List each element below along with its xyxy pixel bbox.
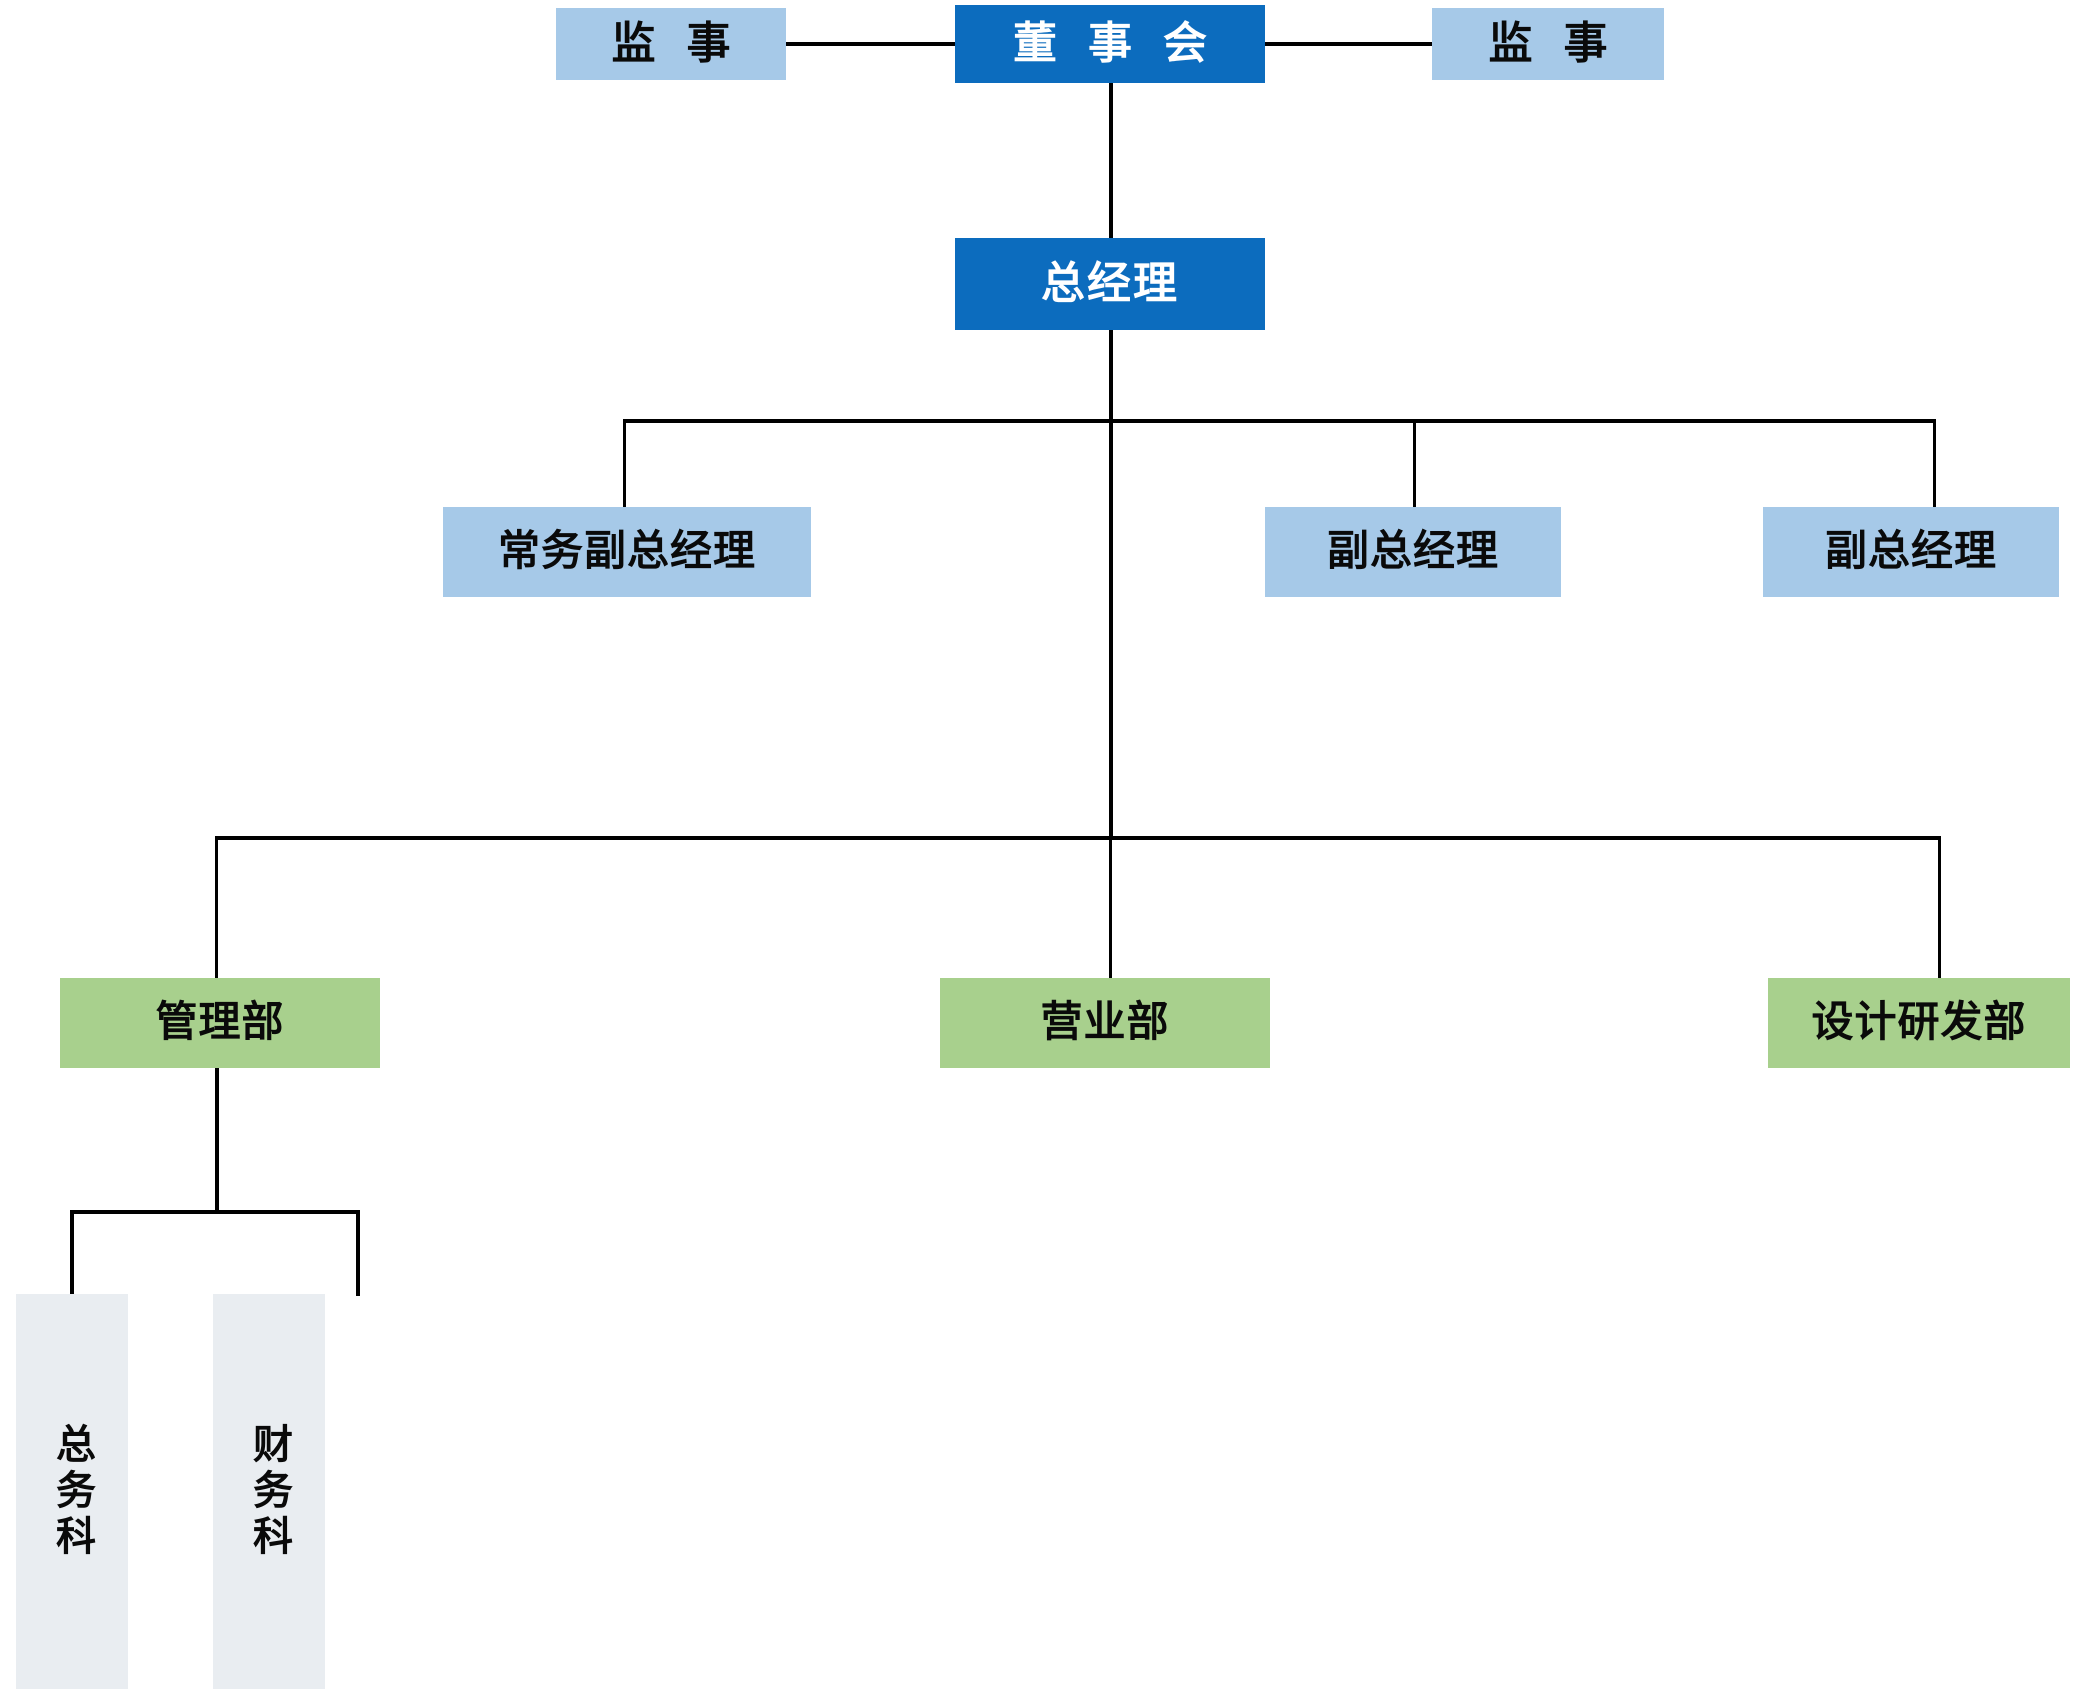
node-dept-sales-label: 营业部: [1040, 999, 1170, 1046]
node-dept-design-rd-label: 设计研发部: [1811, 999, 2027, 1046]
node-deputy-gm-2-label: 副总经理: [1824, 528, 1997, 575]
node-supervisor-left-label: 监 事: [611, 18, 741, 68]
drop-dept-design-rd: [1938, 836, 1941, 978]
drop-section-general-affairs: [70, 1210, 74, 1296]
drop-section-finance: [356, 1210, 360, 1296]
node-general-manager[interactable]: 总经理: [955, 238, 1265, 330]
drop-deputy-gm-2: [1933, 419, 1936, 507]
node-supervisor-right[interactable]: 监 事: [1432, 8, 1664, 80]
node-dept-design-rd[interactable]: 设计研发部: [1768, 978, 2070, 1068]
bus-level5: [70, 1210, 360, 1214]
node-deputy-gm-1-label: 副总经理: [1326, 528, 1499, 575]
node-deputy-gm-1[interactable]: 副总经理: [1265, 507, 1561, 597]
node-supervisor-left[interactable]: 监 事: [556, 8, 786, 80]
drop-dept-management: [215, 836, 218, 978]
node-general-manager-label: 总经理: [1041, 258, 1179, 308]
edge-board-to-supervisor-left: [785, 42, 957, 46]
node-section-finance-label: 财务科: [247, 1422, 292, 1561]
node-supervisor-right-label: 监 事: [1488, 18, 1618, 68]
node-deputy-gm-2[interactable]: 副总经理: [1763, 507, 2059, 597]
edge-board-to-gm: [1109, 80, 1113, 238]
bus-level3: [623, 419, 1936, 423]
trunk-gm-down: [1109, 330, 1113, 840]
node-dept-management[interactable]: 管理部: [60, 978, 380, 1068]
node-exec-deputy-gm-label: 常务副总经理: [497, 528, 756, 575]
node-exec-deputy-gm[interactable]: 常务副总经理: [443, 507, 811, 597]
drop-dept-sales: [1109, 836, 1112, 978]
node-board[interactable]: 董 事 会: [955, 5, 1265, 83]
edge-management-down: [215, 1068, 219, 1213]
node-section-finance[interactable]: 财务科: [213, 1294, 325, 1689]
drop-deputy-gm-1: [1413, 419, 1416, 507]
edge-board-to-supervisor-right: [1264, 42, 1432, 46]
node-section-general-affairs-label: 总务科: [50, 1422, 95, 1561]
node-section-general-affairs[interactable]: 总务科: [16, 1294, 128, 1689]
node-dept-sales[interactable]: 营业部: [940, 978, 1270, 1068]
node-dept-management-label: 管理部: [155, 999, 285, 1046]
drop-exec-deputy-gm: [623, 419, 626, 507]
bus-level4: [215, 836, 1941, 840]
node-board-label: 董 事 会: [1013, 18, 1217, 68]
